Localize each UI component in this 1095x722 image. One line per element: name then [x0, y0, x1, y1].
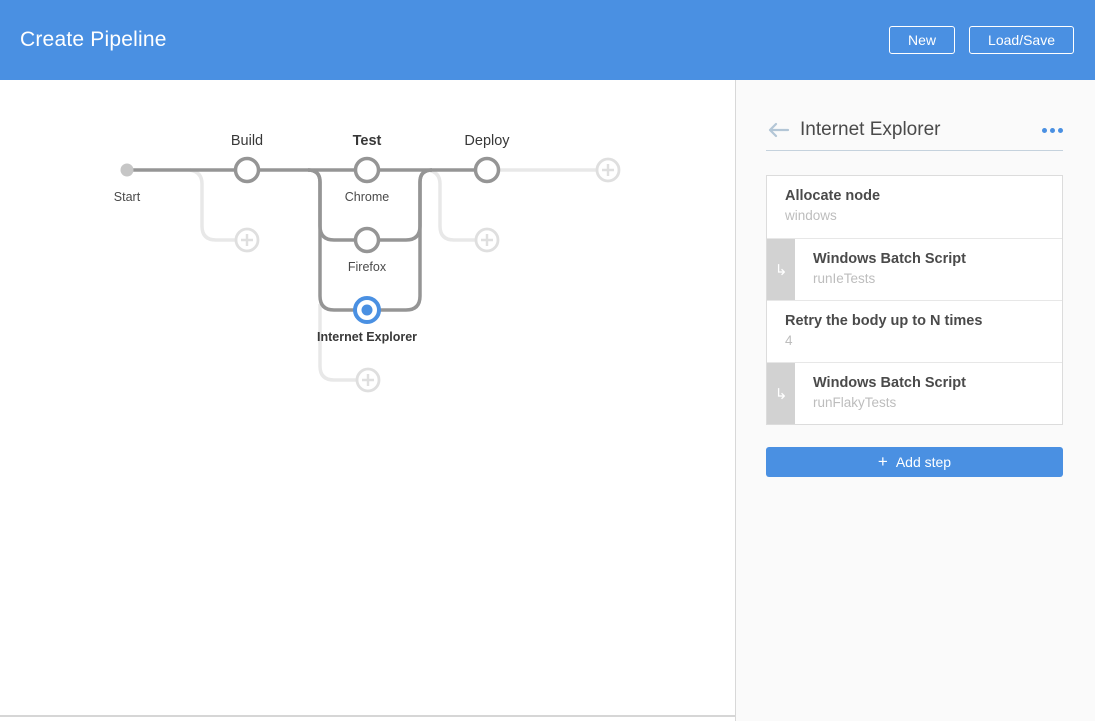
- new-button[interactable]: New: [889, 26, 956, 54]
- deploy-stage-label: Deploy: [464, 133, 510, 149]
- branch-detail-panel: Internet Explorer Allocate node windows …: [735, 80, 1095, 721]
- chrome-branch-label: Chrome: [345, 190, 390, 204]
- add-stage-after-build-button[interactable]: [234, 227, 260, 253]
- build-stage-node[interactable]: [233, 156, 261, 184]
- step-subtitle: runIeTests: [813, 271, 876, 286]
- add-final-stage-button[interactable]: [595, 157, 621, 183]
- pipeline-editor-canvas: Build Test Deploy Start Chrome Firefox I…: [0, 80, 735, 717]
- step-subtitle: windows: [785, 208, 837, 223]
- add-connectors: [189, 168, 596, 382]
- nested-step-indicator: ↳: [767, 239, 795, 300]
- plus-icon: +: [877, 451, 888, 471]
- nested-step-indicator: ↳: [767, 363, 795, 424]
- test-stage-label: Test: [353, 133, 382, 149]
- test-firefox-branch-node[interactable]: [353, 226, 381, 254]
- ellipsis-icon: [1050, 127, 1055, 133]
- add-parallel-branch-button[interactable]: [355, 367, 381, 393]
- step-card-retry[interactable]: Retry the body up to N times 4: [767, 300, 1062, 362]
- add-step-button[interactable]: + Add step: [766, 447, 1063, 477]
- add-stage-after-deploy-branch-button[interactable]: [474, 227, 500, 253]
- step-list: Allocate node windows ↳ Windows Batch Sc…: [766, 175, 1063, 425]
- step-subtitle: 4: [785, 333, 793, 348]
- firefox-branch-label: Firefox: [348, 260, 387, 274]
- load-save-button[interactable]: Load/Save: [969, 26, 1074, 54]
- step-card-allocate-node[interactable]: Allocate node windows: [767, 176, 1062, 238]
- ellipsis-icon: [1042, 127, 1047, 133]
- arrow-left-icon: [768, 122, 790, 138]
- panel-header-divider: [766, 150, 1063, 151]
- deploy-stage-node[interactable]: [473, 156, 501, 184]
- step-subtitle: runFlakyTests: [813, 395, 897, 410]
- step-card-windows-batch-script-1[interactable]: ↳ Windows Batch Script runIeTests: [767, 238, 1062, 300]
- step-title: Retry the body up to N times: [785, 313, 983, 329]
- test-chrome-branch-node[interactable]: [353, 156, 381, 184]
- more-options-button[interactable]: [1042, 124, 1063, 137]
- pipeline-connectors: [127, 168, 476, 312]
- panel-header: Internet Explorer: [766, 117, 1063, 143]
- add-step-label: Add step: [895, 454, 952, 470]
- nested-arrow-icon: ↳: [774, 385, 788, 403]
- panel-title: Internet Explorer: [800, 119, 941, 140]
- back-button[interactable]: [766, 120, 792, 140]
- pipeline-graph: Build Test Deploy Start Chrome Firefox I…: [114, 133, 621, 393]
- test-internet-explorer-branch-node-selected[interactable]: [353, 296, 381, 324]
- start-label: Start: [114, 190, 141, 204]
- header-actions: New Load/Save: [889, 26, 1074, 54]
- step-title: Windows Batch Script: [813, 375, 966, 391]
- step-title: Allocate node: [785, 188, 881, 204]
- ellipsis-icon: [1058, 127, 1063, 133]
- nested-arrow-icon: ↳: [774, 261, 788, 279]
- app-header: Create Pipeline New Load/Save: [0, 0, 1095, 80]
- step-title: Windows Batch Script: [813, 251, 966, 267]
- step-card-windows-batch-script-2[interactable]: ↳ Windows Batch Script runFlakyTests: [767, 362, 1062, 424]
- internet-explorer-branch-label: Internet Explorer: [317, 330, 417, 344]
- page-title: Create Pipeline: [20, 28, 167, 51]
- build-stage-label: Build: [231, 133, 263, 149]
- start-node: [120, 163, 134, 177]
